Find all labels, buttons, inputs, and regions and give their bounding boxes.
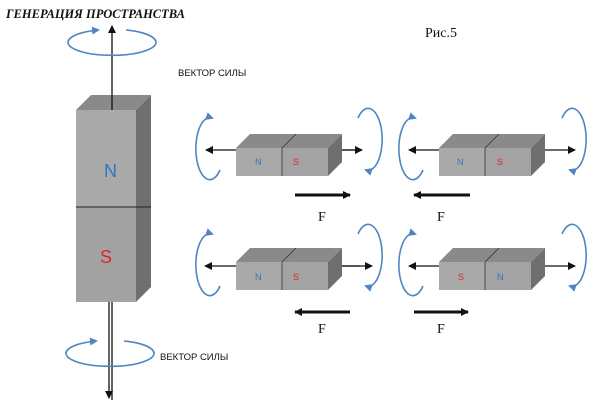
magnet-pair-bottom-left: N S F bbox=[195, 223, 383, 337]
svg-text:S: S bbox=[458, 272, 464, 282]
south-pole-label: S bbox=[100, 247, 112, 267]
north-pole-label: N bbox=[104, 161, 117, 181]
force-label: F bbox=[318, 210, 326, 225]
magnet-pair-top-left: N S F bbox=[195, 107, 383, 225]
force-label: F bbox=[437, 210, 445, 225]
north-half bbox=[76, 110, 136, 207]
force-vector-label-bottom: ВЕКТОР СИЛЫ bbox=[160, 352, 228, 363]
diagram-title: ГЕНЕРАЦИЯ ПРОСТРАНСТВА bbox=[5, 7, 185, 21]
magnet-top-face bbox=[76, 95, 151, 110]
force-label: F bbox=[318, 322, 326, 337]
vertical-magnet: N S bbox=[76, 25, 151, 400]
magnet-pair-bottom-right: S N F bbox=[398, 223, 587, 337]
figure-label: Рис.5 bbox=[425, 26, 457, 41]
svg-text:N: N bbox=[457, 157, 464, 167]
svg-text:S: S bbox=[293, 157, 299, 167]
svg-text:S: S bbox=[293, 272, 299, 282]
force-vector-label-top: ВЕКТОР СИЛЫ bbox=[178, 68, 246, 79]
svg-text:S: S bbox=[497, 157, 503, 167]
magnet-pair-top-right: N S F bbox=[398, 107, 587, 225]
rotation-arrow-top bbox=[67, 26, 157, 57]
svg-text:N: N bbox=[255, 157, 262, 167]
south-half bbox=[76, 207, 136, 302]
force-label: F bbox=[437, 322, 445, 337]
svg-text:N: N bbox=[497, 272, 504, 282]
svg-text:N: N bbox=[255, 272, 262, 282]
magnet-side-face bbox=[136, 95, 151, 302]
rotation-arrow-bottom bbox=[65, 337, 155, 368]
